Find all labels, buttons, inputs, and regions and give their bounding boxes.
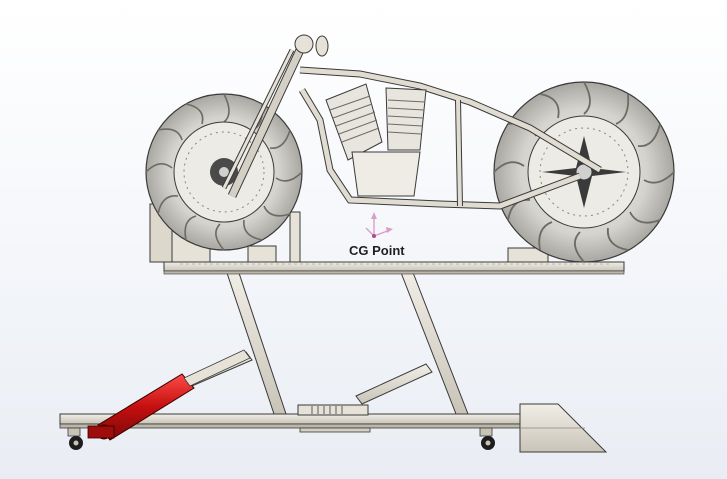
hydraulic-cylinder xyxy=(87,349,251,441)
rear-wheel xyxy=(493,81,675,263)
cg-axis-icon xyxy=(365,212,393,238)
motorcycle-frame xyxy=(221,34,602,210)
v-twin-engine xyxy=(325,83,427,197)
scissor-arms xyxy=(185,269,469,415)
lift-base xyxy=(59,403,608,453)
caster-wheel-left xyxy=(67,427,83,450)
front-wheel xyxy=(145,93,303,251)
cg-point-label: CG Point xyxy=(349,243,405,258)
caster-wheel-right xyxy=(479,427,495,450)
